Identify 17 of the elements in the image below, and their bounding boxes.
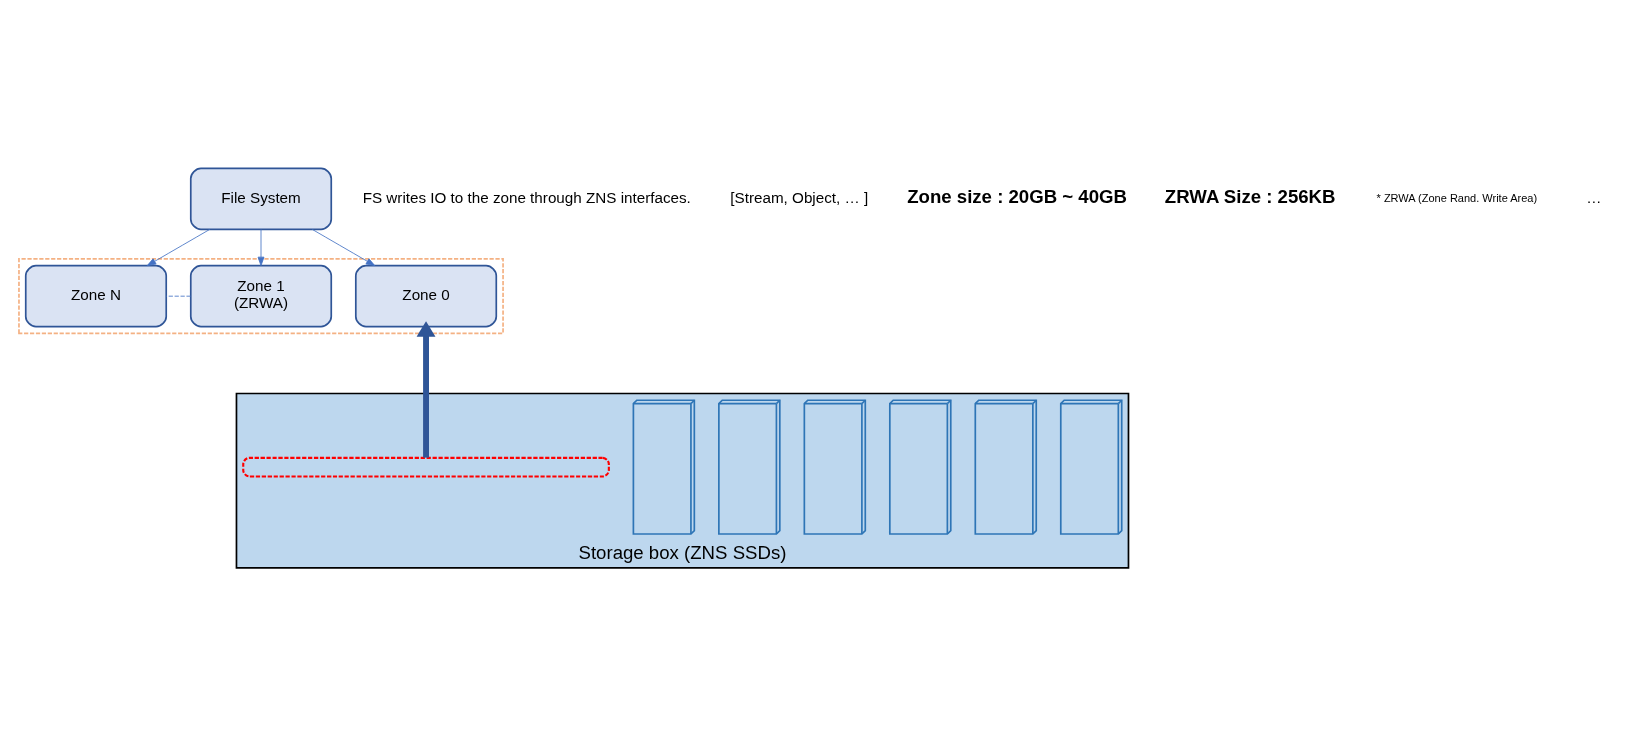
cluster: Storage box (ZNS SSDs) <box>235 392 1130 569</box>
label: … <box>1586 188 1602 206</box>
arrow <box>311 229 376 267</box>
node-box: Zone N <box>24 264 168 328</box>
label: Zone size : 20GB ~ 40GB <box>907 185 1127 207</box>
node-label: FS writes IO to the zone through ZNS interfaces. <box>362 188 691 206</box>
label: [Stream, Object, … ] <box>730 188 869 206</box>
arrow <box>146 229 211 267</box>
arrow <box>257 229 265 267</box>
label: ZRWA Size : 256KB <box>1164 185 1336 207</box>
node-box: Zone 0 <box>354 264 498 328</box>
node-box: Zone 1 (ZRWA) <box>189 264 333 328</box>
node-box <box>242 456 610 478</box>
arrow <box>416 321 436 458</box>
label: * ZRWA (Zone Rand. Write Area) <box>1376 191 1538 204</box>
node-box: File System <box>189 167 333 231</box>
connector <box>165 295 192 297</box>
